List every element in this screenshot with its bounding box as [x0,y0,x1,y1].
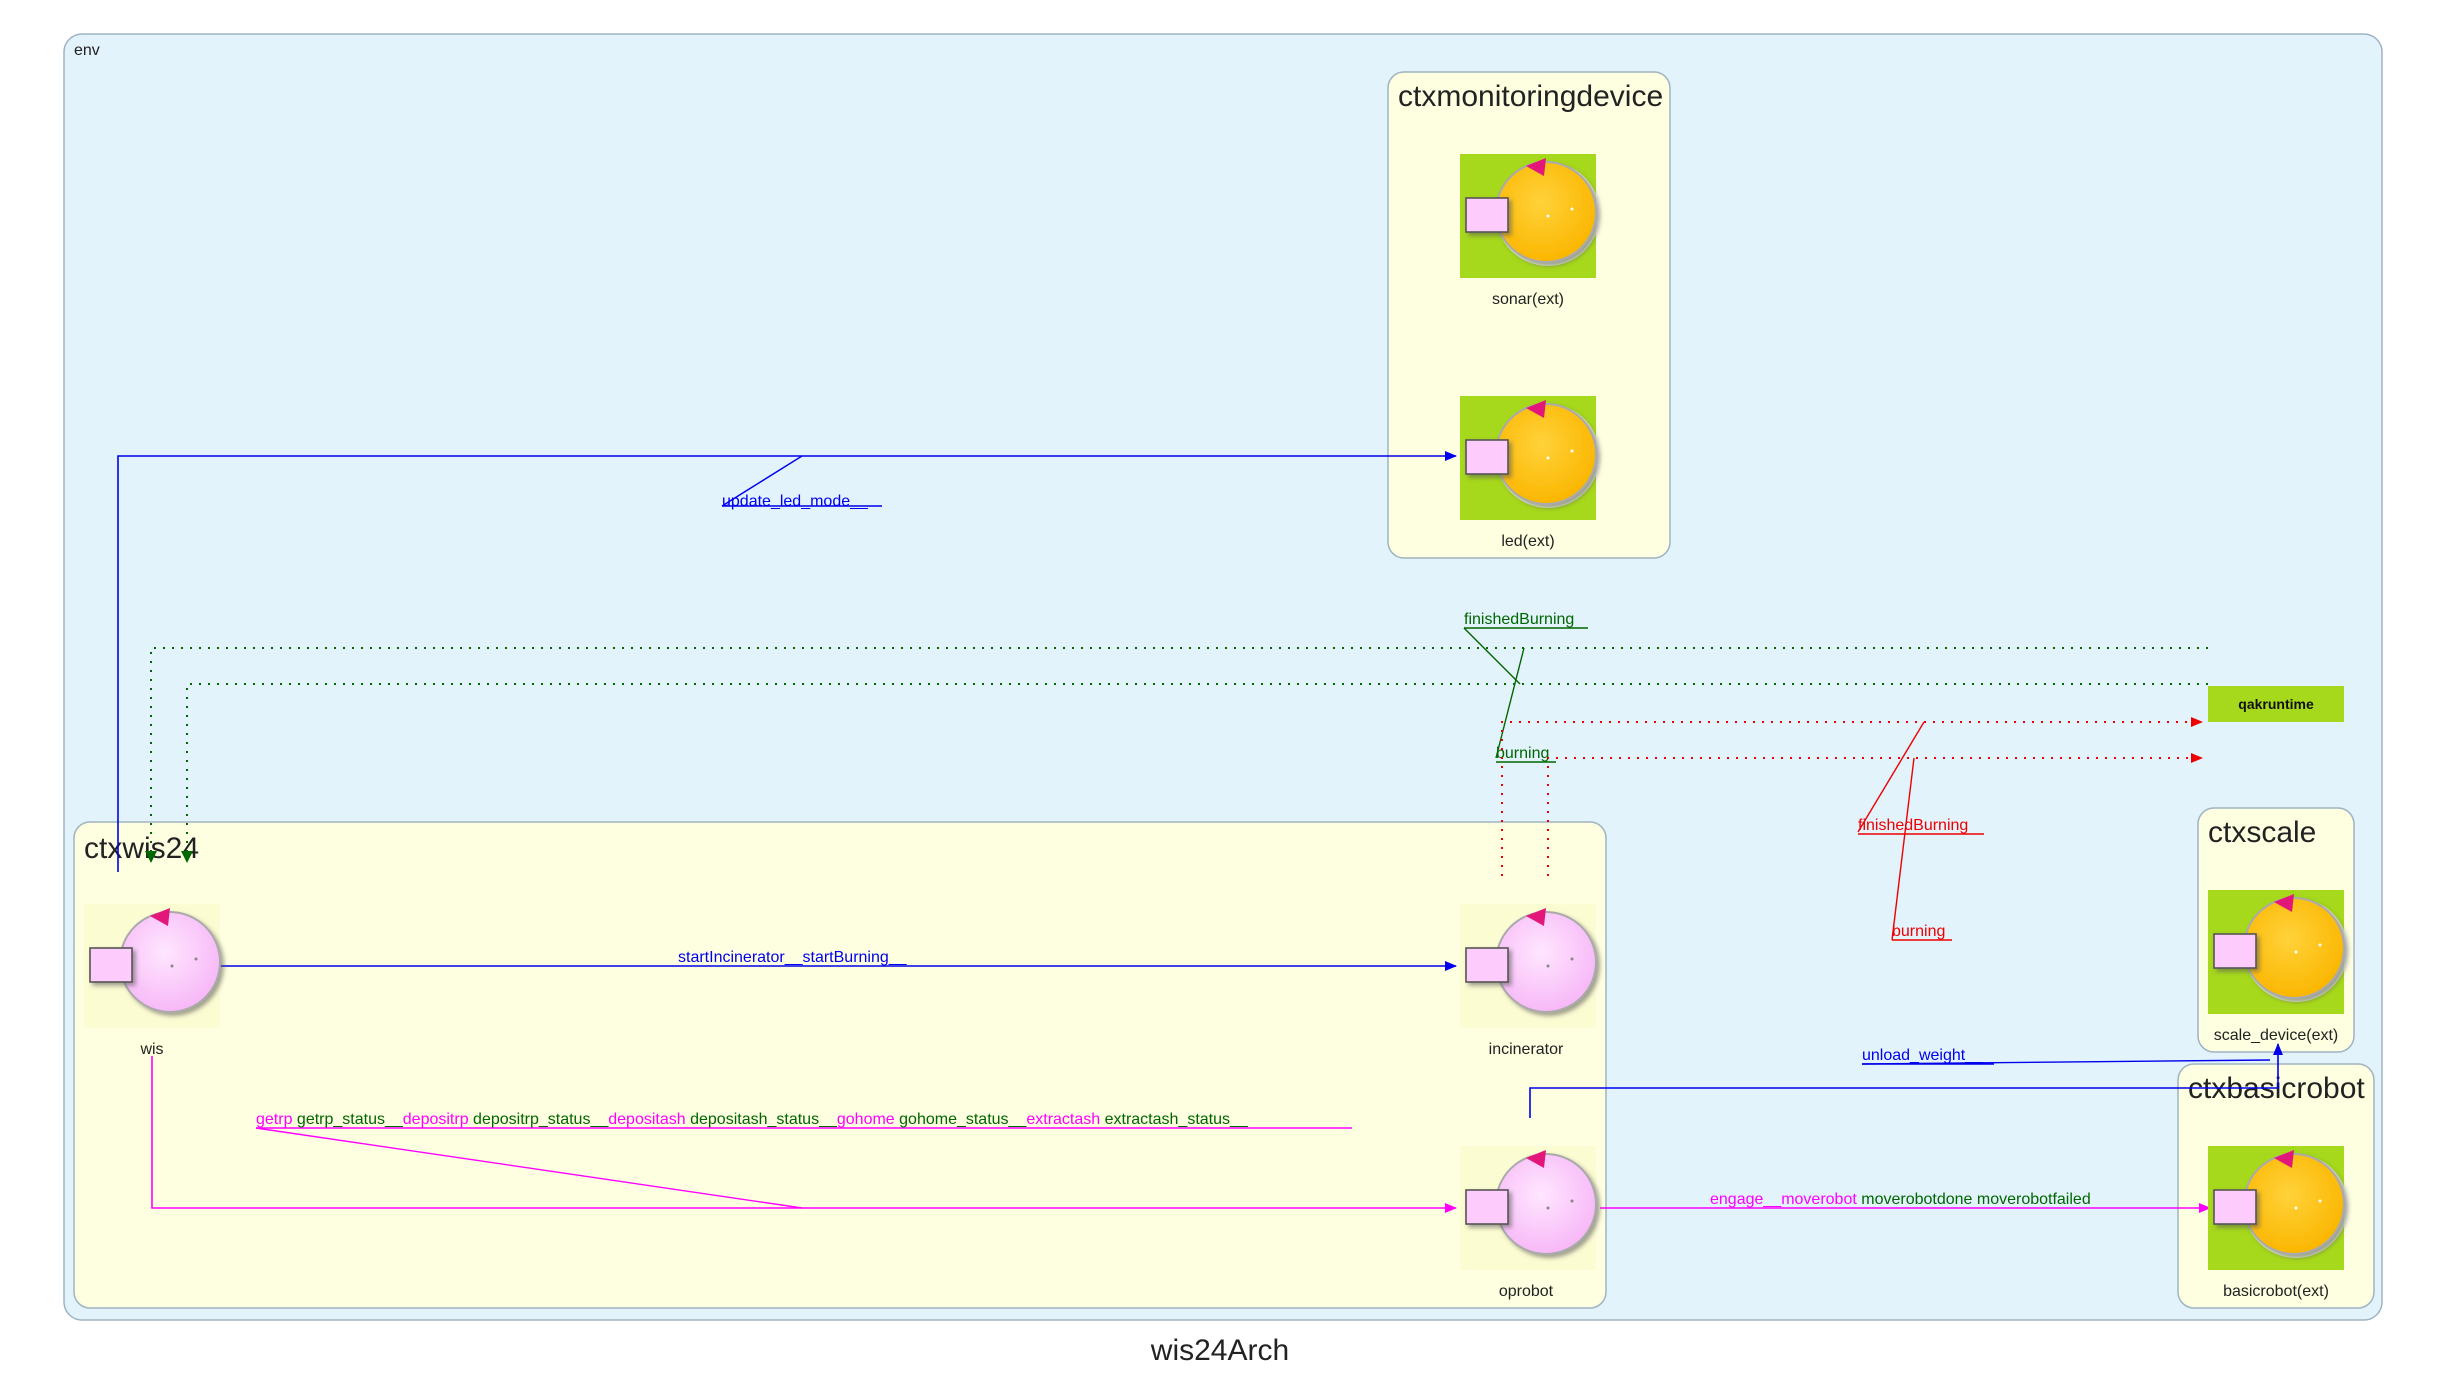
edge-update-led-mode: update_led_mode__ [117,451,1457,872]
start-incinerator-label: startIncinerator__startBurning__ [678,949,908,966]
incinerator-label: incinerator [1489,1041,1564,1058]
sonar-label: sonar(ext) [1492,291,1564,308]
actor-marker-icon [1526,158,1546,176]
wis-to-oprobot-msg: depositrp_status__ [473,1111,609,1128]
actor-box-icon [2213,933,2257,969]
actor-box-icon [1465,947,1509,983]
actor-marker-icon [1526,1150,1546,1168]
actor-marker-icon [150,908,170,926]
wis-to-oprobot-msg: depositrp [403,1111,473,1128]
ctxscale-label: ctxscale [2208,816,2316,849]
finished-burning-red-label: finishedBurning [1858,817,1968,834]
edge-qakruntime-to-wis: finishedBurning burning [145,611,2208,863]
actor-box-icon [1465,439,1509,475]
actor-marker-icon [1526,400,1546,418]
wis-to-oprobot-label: getrp getrp_status__depositrp depositrp_… [256,1111,1249,1128]
oprobot-label: oprobot [1499,1283,1554,1300]
actor-incinerator[interactable] [1460,904,1597,1028]
actor-sonar[interactable] [1460,154,1600,278]
wis-to-oprobot-msg: extractash [1026,1111,1104,1128]
wis-to-oprobot-msg: getrp_status__ [297,1111,404,1128]
oprobot-to-basicrobot-msg: moverobotdone moverobotfailed [1861,1191,2090,1208]
wis-label: wis [139,1041,163,1058]
edge-incinerator-to-qakruntime: finishedBurning burning [1501,717,2203,941]
burning-green-label: burning [1496,745,1549,762]
qakruntime-label: qakruntime [2238,696,2314,712]
wis-to-oprobot-msg: depositash_status__ [690,1111,838,1128]
edge-wis-to-oprobot: getrp getrp_status__depositrp depositrp_… [151,1056,1457,1213]
env-label: env [74,42,100,59]
actor-marker-icon [2274,1150,2294,1168]
actor-scale-device[interactable] [2208,890,2348,1014]
finished-burning-green-label: finishedBurning [1464,611,1574,628]
oprobot-to-basicrobot-msg: engage__moverobot [1710,1191,1861,1208]
actor-marker-icon [2274,894,2294,912]
edge-unload-weight: unload_weight__ [1529,1043,2283,1118]
ctxmonitoringdevice-label: ctxmonitoringdevice [1398,80,1663,113]
wis-to-oprobot-msg: depositash [608,1111,690,1128]
actor-marker-icon [1526,908,1546,926]
actor-led[interactable] [1460,396,1600,520]
actor-box-icon [89,947,133,983]
actor-box-icon [1465,1189,1509,1225]
actor-basicrobot[interactable] [2208,1146,2348,1270]
actor-box-icon [2213,1189,2257,1225]
scale-device-label: scale_device(ext) [2214,1027,2339,1044]
wis-to-oprobot-msg: getrp [256,1111,297,1128]
actor-box-icon [1465,197,1509,233]
diagram-title: wis24Arch [1150,1334,1289,1367]
ctxwis24-cluster: ctxwis24 [73,821,1607,1309]
basicrobot-label: basicrobot(ext) [2223,1283,2329,1300]
edge-oprobot-to-basicrobot: engage__moverobot moverobotdone moverobo… [1600,1191,2211,1213]
ctxwis24-label: ctxwis24 [84,832,199,865]
wis-to-oprobot-msg: extractash_status__ [1105,1111,1249,1128]
update-led-mode-label: update_led_mode__ [722,493,869,510]
wis-to-oprobot-msg: gohome_status__ [899,1111,1027,1128]
actor-oprobot[interactable] [1460,1146,1597,1270]
actor-wis[interactable] [84,904,221,1028]
led-label: led(ext) [1501,533,1554,550]
qakruntime-node[interactable]: qakruntime [2208,686,2344,722]
wis-to-oprobot-msg: gohome [837,1111,899,1128]
ctxmonitoringdevice-cluster: ctxmonitoringdevice [1387,71,1671,559]
oprobot-to-basicrobot-label: engage__moverobot moverobotdone moverobo… [1710,1191,2091,1208]
burning-red-label: burning [1892,923,1945,940]
unload-weight-label: unload_weight__ [1862,1047,1984,1064]
edge-start-incinerator: startIncinerator__startBurning__ [220,949,1457,971]
